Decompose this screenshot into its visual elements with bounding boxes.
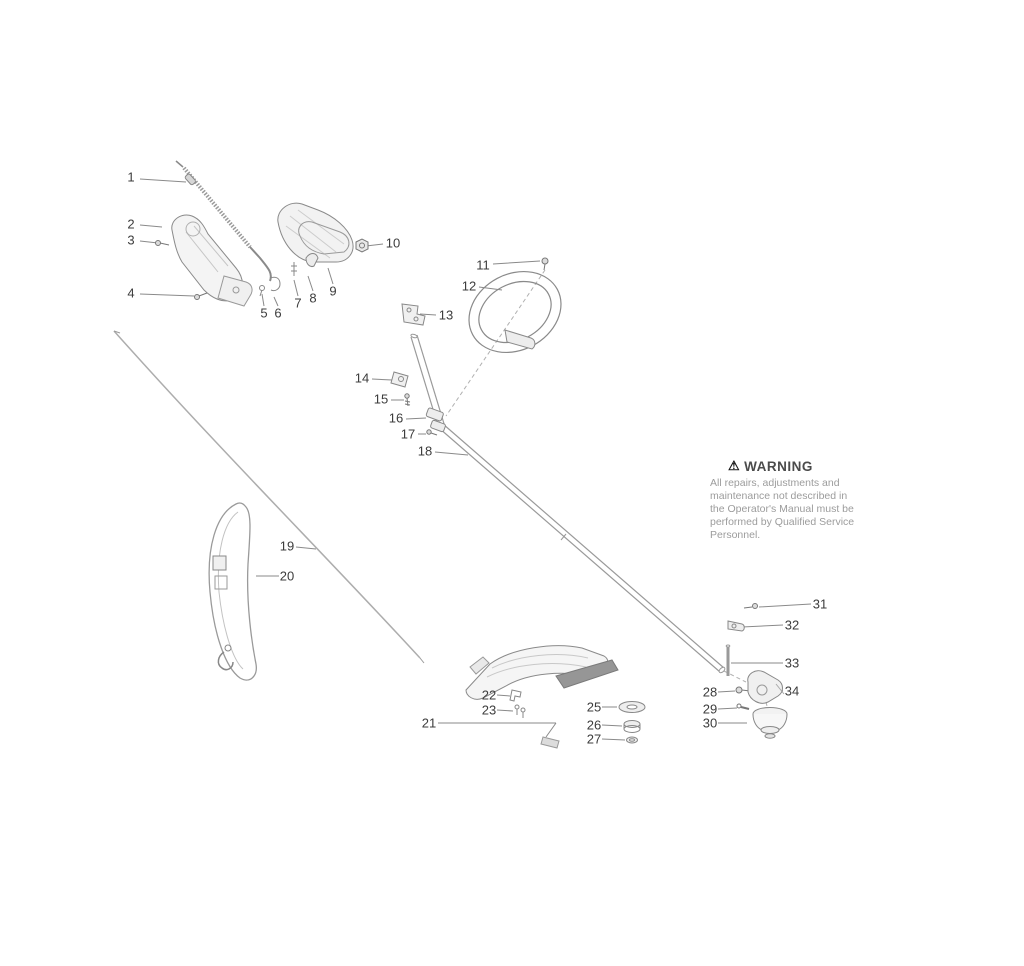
throttle-cable-art (175, 160, 272, 282)
warning-block: ⚠ WARNING All repairs, adjustments and m… (710, 458, 872, 542)
rear-handle-art (155, 202, 369, 307)
callout-13: 13 (438, 307, 454, 323)
warning-triangle-icon: ⚠ (728, 458, 741, 473)
callout-26: 26 (586, 717, 602, 733)
callout-4: 4 (127, 285, 135, 301)
trimmer-head-art (735, 686, 788, 739)
gearhead-art (725, 603, 785, 704)
leader-lines (139, 178, 812, 741)
drive-shaft-art (390, 333, 726, 674)
warning-title-text: WARNING (744, 458, 813, 474)
callout-20: 20 (279, 568, 295, 584)
warning-body-text: All repairs, adjustments and maintenance… (710, 477, 855, 541)
callout-32: 32 (784, 617, 800, 633)
callout-16: 16 (388, 410, 404, 426)
callout-29: 29 (702, 701, 718, 717)
callout-21: 21 (421, 715, 437, 731)
callout-27: 27 (586, 731, 602, 747)
callout-25: 25 (586, 699, 602, 715)
callout-22: 22 (481, 687, 497, 703)
callout-5: 5 (260, 305, 268, 321)
long-cable-art (113, 330, 425, 664)
callout-15: 15 (373, 391, 389, 407)
callout-12: 12 (461, 278, 477, 294)
washer-stack-art (618, 701, 646, 744)
shoulder-strap-art (208, 502, 257, 681)
callout-23: 23 (481, 702, 497, 718)
warning-title: ⚠ WARNING (728, 458, 872, 474)
callout-14: 14 (354, 370, 370, 386)
callout-1: 1 (127, 169, 135, 185)
callout-17: 17 (400, 426, 416, 442)
callout-31: 31 (812, 596, 828, 612)
callout-6: 6 (274, 305, 282, 321)
callout-9: 9 (329, 283, 337, 299)
callout-33: 33 (784, 655, 800, 671)
callout-2: 2 (127, 216, 135, 232)
callout-3: 3 (127, 232, 135, 248)
callout-8: 8 (309, 290, 317, 306)
guard-assembly-art (465, 645, 619, 749)
callout-10: 10 (385, 235, 401, 251)
loop-handle-art (401, 257, 562, 354)
callout-11: 11 (476, 257, 490, 273)
callout-30: 30 (702, 715, 718, 731)
callout-34: 34 (784, 683, 800, 699)
callout-28: 28 (702, 684, 718, 700)
callout-19: 19 (279, 538, 295, 554)
callout-18: 18 (417, 443, 433, 459)
callout-7: 7 (294, 295, 302, 311)
